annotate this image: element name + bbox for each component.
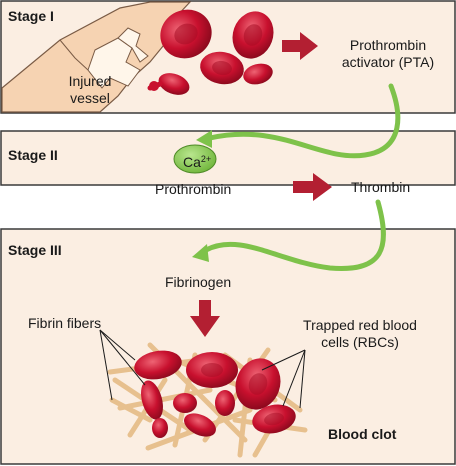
- green-curve-pta-to-calcium: [207, 83, 401, 159]
- blood-clot-label: Blood clot: [328, 426, 397, 442]
- pta-line2: activator (PTA): [341, 54, 435, 70]
- trapped-rbc-line1: Trapped red blood: [303, 317, 417, 333]
- stage1-red-blood-cells: [147, 9, 274, 95]
- injured-vessel-line1: Injured: [68, 73, 112, 89]
- pta-line1: Prothrombin: [349, 37, 427, 53]
- calcium-symbol: Ca: [183, 154, 201, 170]
- blood-clot-illustration: [107, 342, 308, 458]
- stage1-title: Stage I: [8, 8, 54, 24]
- fibrin-fibers-label: Fibrin fibers: [28, 315, 102, 331]
- injured-vessel-label: Injured vessel: [55, 73, 125, 107]
- calcium-label: Ca2+: [183, 151, 211, 171]
- calcium-ion: [173, 144, 217, 174]
- stage2-panel: [0, 130, 456, 186]
- arrow-to-pta: [282, 32, 318, 60]
- stage2-title: Stage II: [8, 147, 58, 163]
- injured-vessel-illustration: [1, 1, 192, 113]
- pta-label: Prothrombin activator (PTA): [326, 37, 450, 71]
- arrow-to-thrombin: [293, 173, 332, 201]
- trapped-rbc-line2: cells (RBCs): [321, 334, 399, 350]
- prothrombin-label: Prothrombin: [155, 181, 232, 197]
- stage3-panel: [0, 228, 456, 465]
- stage3-title: Stage III: [8, 242, 62, 258]
- calcium-charge: 2+: [200, 154, 212, 164]
- arrow-to-clot: [190, 300, 220, 337]
- trapped-rbc-label: Trapped red blood cells (RBCs): [285, 317, 435, 351]
- leader-lines: [99, 329, 306, 409]
- injured-vessel-line2: vessel: [70, 90, 110, 106]
- green-curve-thrombin-to-fibrinogen: [203, 199, 386, 271]
- thrombin-label: Thrombin: [351, 179, 411, 195]
- fibrinogen-label: Fibrinogen: [165, 274, 232, 290]
